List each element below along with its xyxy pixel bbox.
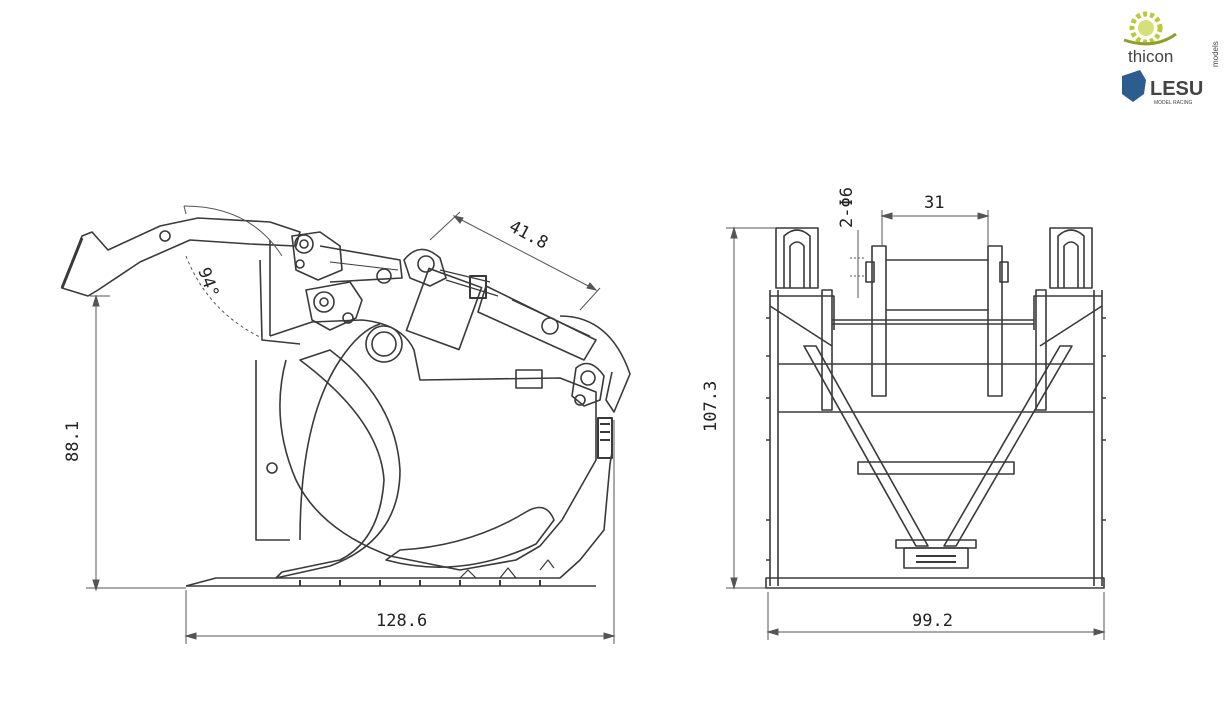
bucket-frame	[255, 319, 597, 571]
hole-label: 2-Φ6	[837, 187, 857, 228]
hydraulic-cylinder	[403, 248, 631, 459]
front-height-label: 107.3	[701, 381, 721, 432]
lesu-logo: LESU MODEL RACING	[1122, 70, 1203, 106]
side-ears	[770, 227, 1102, 330]
thicon-wordmark: thicon	[1128, 47, 1173, 66]
side-dimensions	[86, 205, 616, 644]
front-view	[765, 227, 1106, 589]
linkage-plate	[291, 231, 403, 331]
thicon-subtext: models	[1211, 41, 1220, 67]
coupler-plates	[821, 245, 1047, 411]
opening-angle-label: 94°	[193, 265, 222, 301]
front-width-label: 99.2	[912, 611, 953, 631]
grab-arm	[60, 217, 301, 345]
cylinder-length-label: 41.8	[506, 217, 552, 254]
cutting-edge	[185, 451, 613, 587]
side-width-label: 128.6	[376, 611, 427, 631]
pin-spacing-label: 31	[924, 193, 944, 213]
lesu-wordmark: LESU	[1150, 78, 1203, 100]
bucket-walls	[765, 290, 1106, 589]
lion-icon	[1122, 70, 1146, 102]
lesu-subtext: MODEL RACING	[1154, 100, 1193, 106]
side-height-label: 88.1	[63, 421, 83, 462]
thicon-logo: thicon models	[1123, 11, 1220, 67]
diagonal-braces	[769, 305, 1103, 569]
gear-icon	[1123, 11, 1177, 46]
side-view	[60, 217, 631, 587]
front-dimensions	[726, 210, 1106, 640]
bucket-tine	[275, 349, 555, 579]
